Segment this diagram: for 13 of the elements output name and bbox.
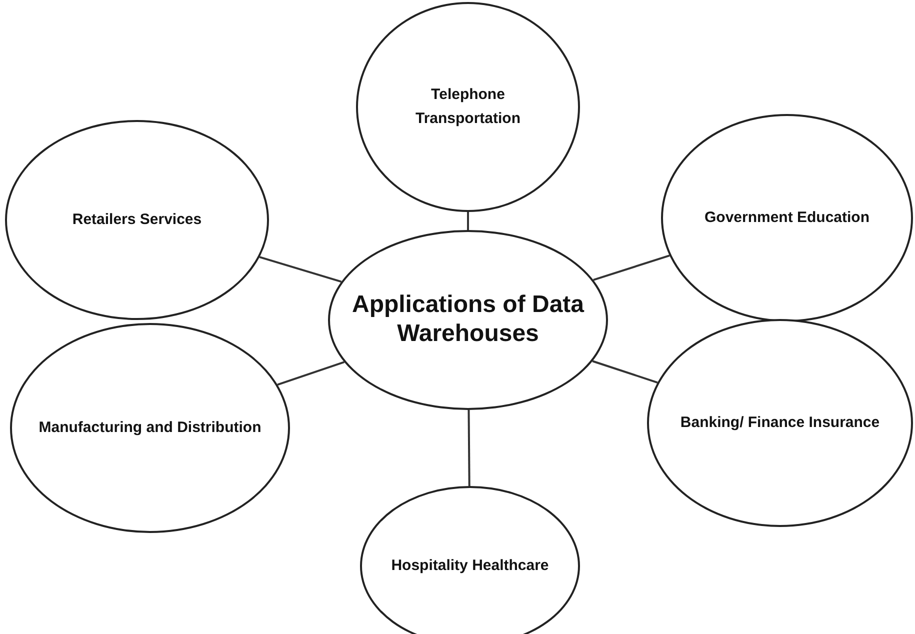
connector-line <box>468 410 470 486</box>
connector-line <box>467 212 469 230</box>
connector-line <box>592 360 658 384</box>
circle-label: Telephone Transportation <box>414 85 522 129</box>
connector-line <box>259 256 342 283</box>
connector-line <box>277 361 345 386</box>
connector-line <box>593 254 670 281</box>
circle-label: Manufacturing and Distribution <box>38 418 262 438</box>
circle-label: Applications of Data Warehouses <box>350 291 586 349</box>
circle-label: Banking/ Finance Insurance <box>679 413 881 433</box>
circle-label: Government Education <box>703 208 871 228</box>
circle-label: Retailers Services <box>71 210 203 230</box>
circle-label: Hospitality Healthcare <box>390 556 550 576</box>
